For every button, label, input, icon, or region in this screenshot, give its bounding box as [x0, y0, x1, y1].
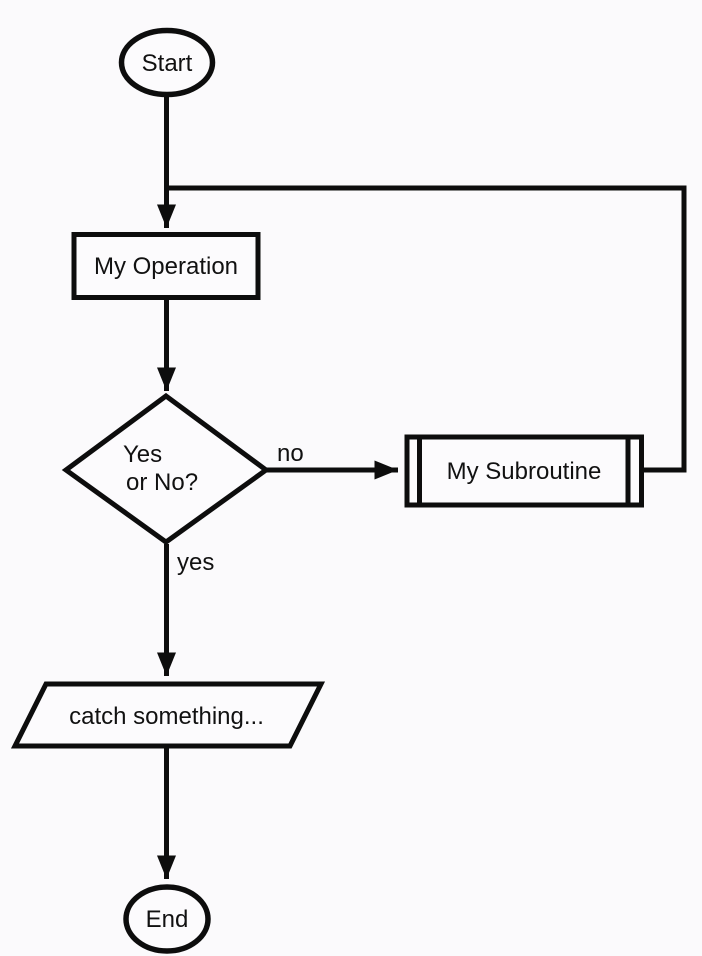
edge-subroutine-loop-back [166, 185, 687, 473]
end-node [123, 884, 211, 954]
operation-node-label: My Operation [94, 253, 238, 280]
start-node-label: Start [142, 50, 193, 77]
catch-node [10, 681, 326, 749]
end-node-label: End [146, 906, 189, 933]
subroutine-node: My Subroutine [404, 434, 644, 508]
start-node [118, 27, 216, 98]
decision-node-label-line2: or No? [126, 469, 198, 496]
decision-node [61, 392, 271, 546]
decision-node-label-line1: Yes [123, 441, 162, 468]
no-edge-label: no [277, 440, 304, 467]
operation-node [71, 232, 261, 300]
subroutine-node-outer-rect [404, 434, 644, 508]
yes-edge-label: yes [177, 549, 214, 576]
catch-node-label: catch something... [69, 703, 264, 730]
subroutine-node-label: My Subroutine [447, 458, 602, 485]
